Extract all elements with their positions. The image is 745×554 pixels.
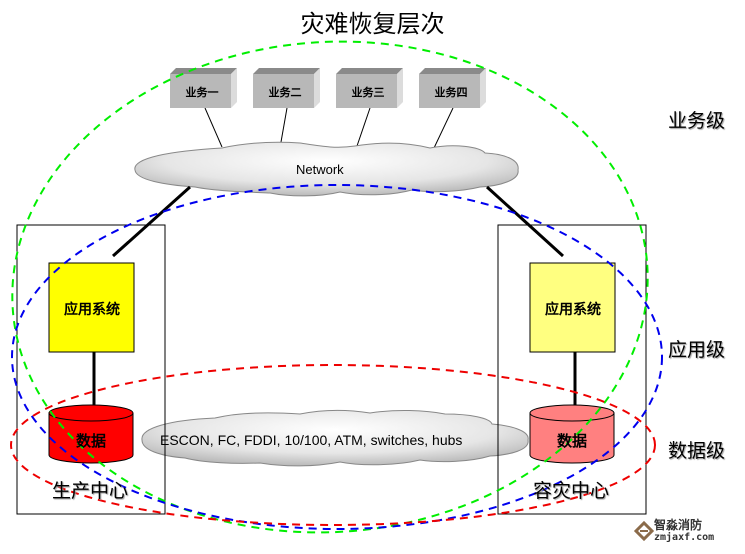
- link-biz4: [433, 107, 454, 149]
- link-network-prod: [111, 185, 192, 258]
- link-biz1: [204, 107, 223, 148]
- network-cloud: [134, 141, 519, 197]
- production-center-box: [16, 224, 166, 515]
- disaster-center-box: [497, 224, 647, 515]
- dr-app-label: 应用系统: [545, 302, 601, 318]
- dr-app-box: [529, 262, 616, 353]
- dr-data-label: 数据: [556, 432, 587, 450]
- business-box-2: [253, 68, 320, 108]
- diagram-title: 灾难恢复层次: [300, 10, 445, 38]
- prod-app-box: [48, 262, 135, 353]
- dr-data-cylinder: [529, 404, 615, 464]
- data-level-label: 数据级: [668, 440, 726, 462]
- watermark-url: zmjaxf.com: [654, 532, 715, 543]
- business-box-4: [419, 68, 486, 108]
- link-biz3: [356, 107, 371, 147]
- data-level-ellipse: [10, 364, 656, 526]
- disaster-center-label: 容灾中心: [533, 480, 610, 502]
- business-box-3: [336, 68, 403, 108]
- prod-app-label: 应用系统: [64, 302, 120, 318]
- business-label-1: 业务一: [185, 86, 219, 99]
- watermark-name: 智淼消防: [654, 518, 703, 532]
- production-center-label: 生产中心: [52, 480, 129, 502]
- business-label-2: 业务二: [268, 86, 302, 99]
- business-level-label: 业务级: [668, 110, 726, 132]
- business-label-4: 业务四: [434, 86, 468, 99]
- business-box-1: [170, 68, 237, 108]
- business-label-3: 业务三: [351, 86, 385, 99]
- network-label: Network: [296, 162, 344, 177]
- link-network-dr: [485, 185, 565, 258]
- prod-data-label: 数据: [75, 432, 106, 450]
- application-level-label: 应用级: [668, 339, 726, 361]
- storage-network-label: ESCON, FC, FDDI, 10/100, ATM, switches, …: [160, 432, 463, 448]
- business-level-ellipse: [11, 40, 649, 534]
- storage-cloud: [141, 409, 529, 467]
- watermark-logo-icon: [633, 520, 655, 542]
- link-biz2: [280, 107, 288, 143]
- prod-data-cylinder: [48, 404, 134, 464]
- application-level-ellipse: [11, 184, 663, 530]
